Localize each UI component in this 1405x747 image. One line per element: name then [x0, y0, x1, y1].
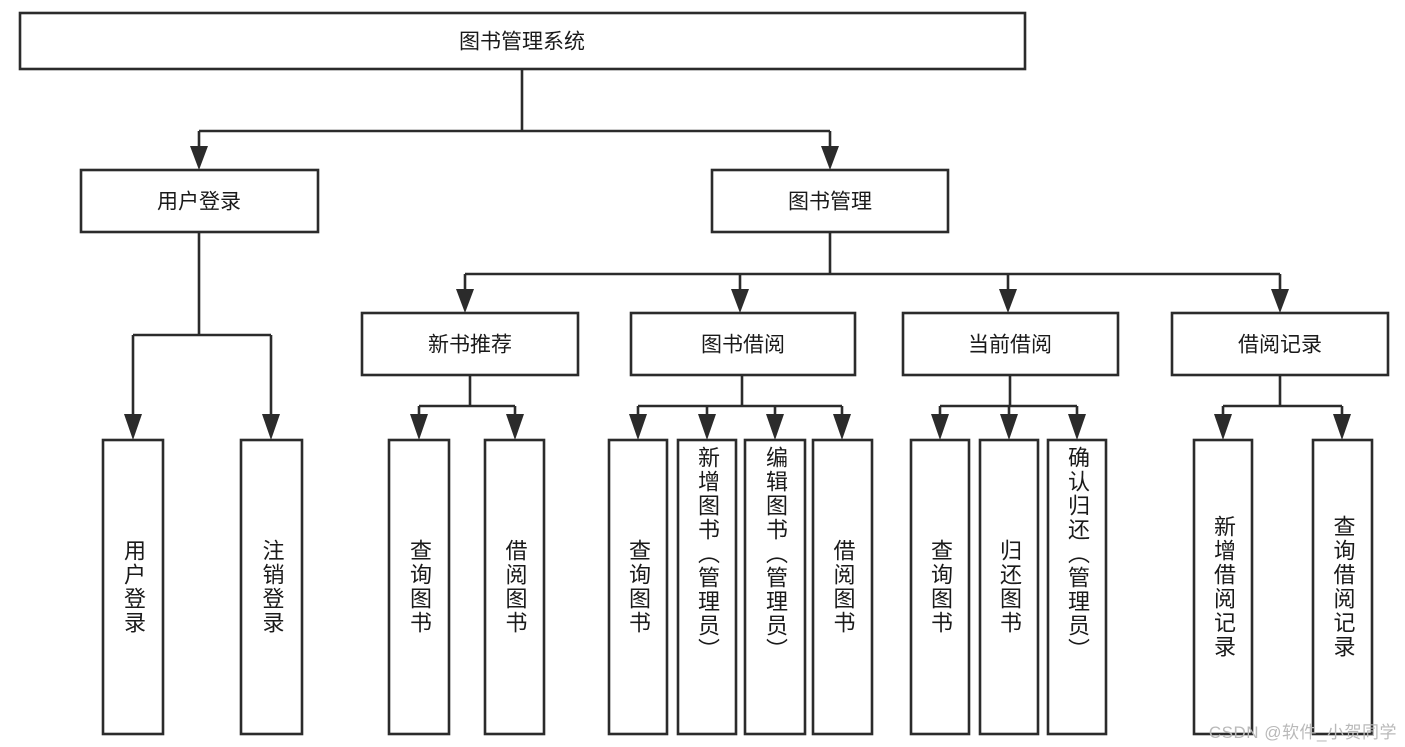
- arrow-leaf-3: [410, 414, 428, 440]
- node-leaf-13[interactable]: [1311, 438, 1374, 736]
- label-root: 图书管理系统: [459, 31, 585, 54]
- node-book-manage[interactable]: [710, 168, 950, 234]
- connectors: [124, 69, 1351, 440]
- arrow-leaf-13: [1333, 414, 1351, 440]
- arrow-leaf-8: [833, 414, 851, 440]
- arrow-root-to-book-manage: [821, 146, 839, 170]
- label-borrow-record: 借阅记录: [1238, 334, 1322, 357]
- node-new-book-recommend[interactable]: [360, 311, 580, 377]
- node-borrow-record[interactable]: [1170, 311, 1390, 377]
- node-leaf-5[interactable]: [607, 438, 669, 736]
- label-book-manage: 图书管理: [788, 191, 872, 214]
- arrow-borrow-record: [1271, 289, 1289, 313]
- node-leaf-1[interactable]: [101, 438, 165, 736]
- label-book-borrow: 图书借阅: [701, 334, 785, 357]
- arrow-leaf-7: [766, 414, 784, 440]
- node-leaf-6[interactable]: [676, 438, 738, 736]
- node-leaf-7[interactable]: [743, 438, 807, 736]
- node-leaf-8[interactable]: [811, 438, 874, 736]
- node-user-login[interactable]: [79, 168, 320, 234]
- node-labels: 图书管理系统 用户登录 图书管理 新书推荐 图书借阅 当前借阅 借阅记录: [157, 31, 1322, 357]
- arrow-new-book-recommend: [456, 289, 474, 313]
- node-root[interactable]: [18, 11, 1027, 71]
- arrow-root-to-user-login: [190, 146, 208, 170]
- node-leaf-3[interactable]: [387, 438, 451, 736]
- arrow-leaf-2: [262, 414, 280, 440]
- arrow-leaf-9: [931, 414, 949, 440]
- label-current-borrow: 当前借阅: [968, 334, 1052, 357]
- node-boxes: [18, 11, 1390, 736]
- label-user-login: 用户登录: [157, 191, 241, 214]
- node-current-borrow[interactable]: [901, 311, 1120, 377]
- arrow-leaf-6: [698, 414, 716, 440]
- arrow-leaf-1: [124, 414, 142, 440]
- arrow-leaf-4: [506, 414, 524, 440]
- arrow-leaf-11: [1068, 414, 1086, 440]
- node-book-borrow[interactable]: [629, 311, 857, 377]
- arrow-book-borrow: [731, 289, 749, 313]
- node-leaf-12[interactable]: [1192, 438, 1254, 736]
- arrow-current-borrow: [999, 289, 1017, 313]
- node-leaf-10[interactable]: [978, 438, 1040, 736]
- arrow-leaf-10: [1000, 414, 1018, 440]
- arrow-leaf-12: [1214, 414, 1232, 440]
- node-leaf-11[interactable]: [1046, 438, 1108, 736]
- node-leaf-2[interactable]: [239, 438, 304, 736]
- node-leaf-9[interactable]: [909, 438, 971, 736]
- arrow-leaf-5: [629, 414, 647, 440]
- node-leaf-4[interactable]: [483, 438, 546, 736]
- watermark-text: CSDN @软件_小贺同学: [1208, 723, 1397, 742]
- label-new-book-recommend: 新书推荐: [428, 334, 512, 357]
